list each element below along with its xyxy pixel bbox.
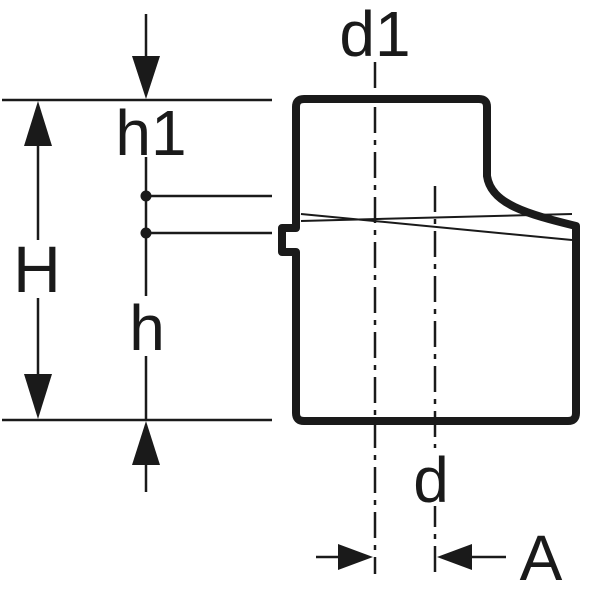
dim-label-h: h [129, 292, 165, 364]
inner-socket-line [300, 213, 573, 222]
dimension-h1 [132, 14, 160, 99]
dimension-h [132, 157, 272, 492]
dim-label-h1: h1 [115, 97, 186, 169]
dim-label-H: H [13, 232, 61, 306]
dimension-A [316, 544, 506, 570]
arrow-left-icon [437, 544, 472, 570]
arrow-right-icon [338, 544, 373, 570]
label-mask-d [405, 448, 461, 506]
dim-label-A: A [520, 522, 563, 594]
label-mask-h [120, 296, 172, 356]
dim-label-d1: d1 [339, 0, 410, 70]
arrow-up-icon [132, 421, 160, 465]
label-mask-H [10, 240, 66, 298]
arrow-up-icon [24, 101, 52, 146]
inner-cone-line [300, 213, 573, 241]
fitting-outline [278, 95, 580, 425]
dim-label-d: d [413, 444, 449, 516]
arrow-down-icon [24, 374, 52, 419]
arrow-down-icon [132, 56, 160, 99]
